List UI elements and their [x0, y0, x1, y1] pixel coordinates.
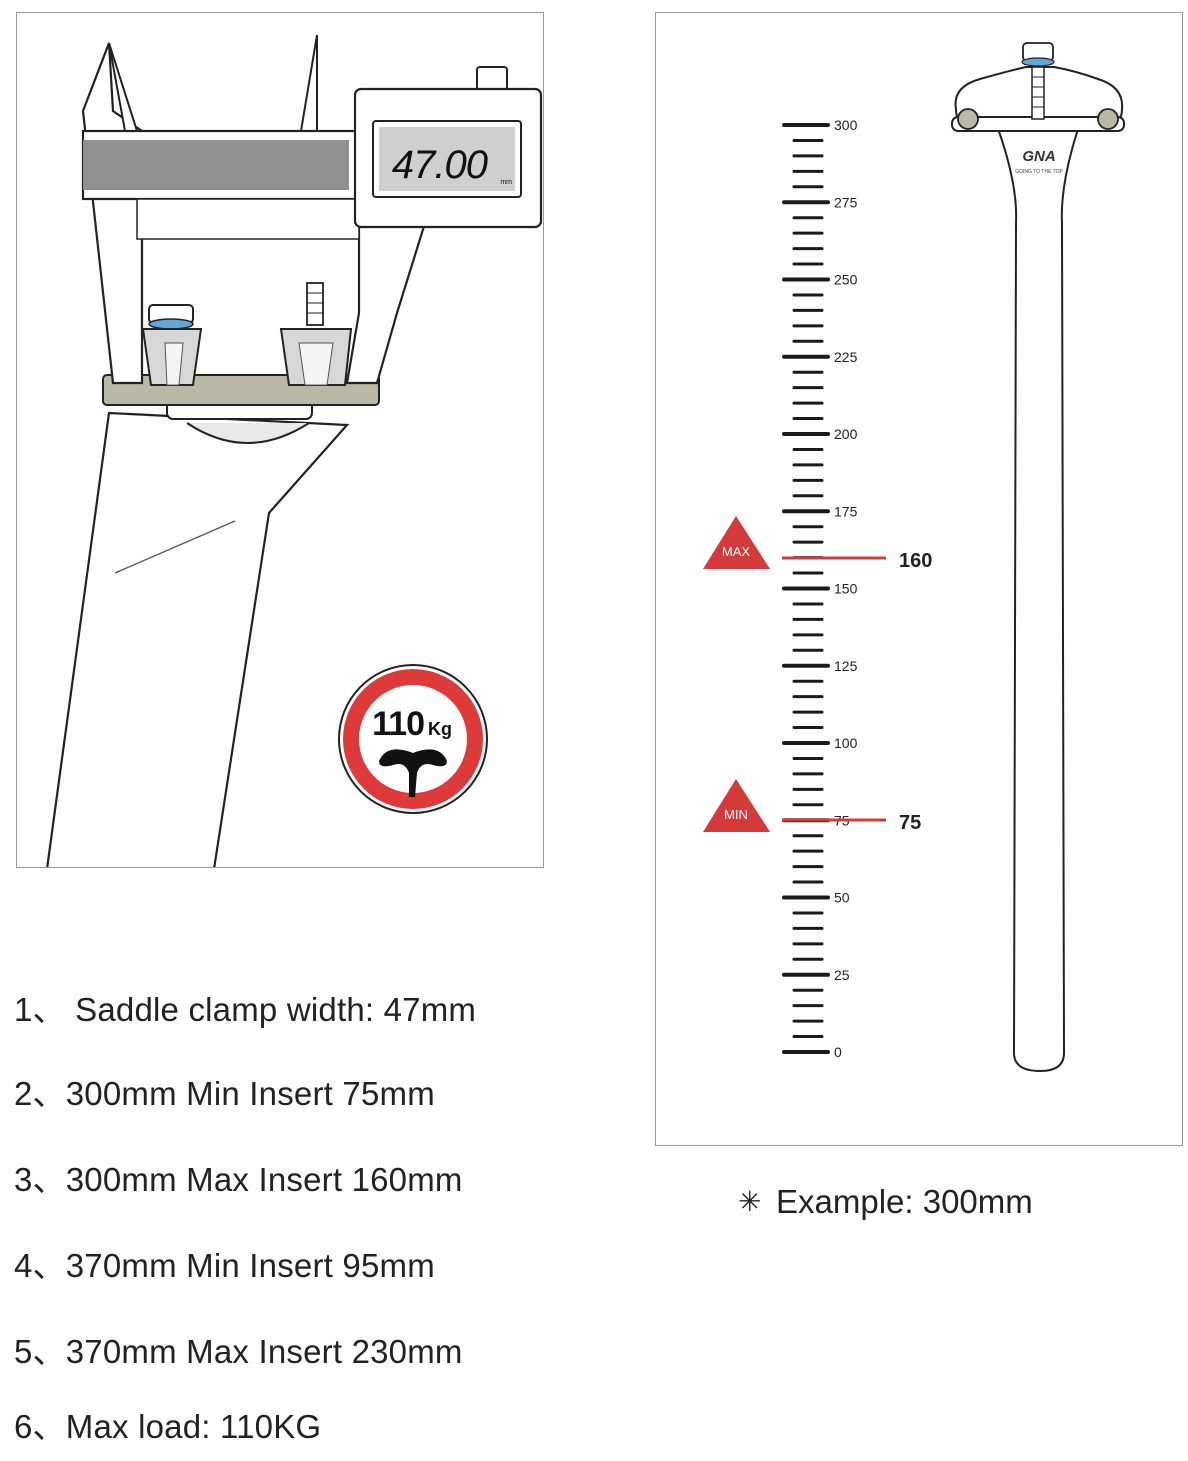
asterisk-icon: ✳: [738, 1186, 762, 1217]
max-insert-marker: MAX 160: [703, 516, 932, 572]
ruler-tick-label: 100: [834, 735, 858, 751]
seatpost-illustration: GNA GOING TO THE TOP: [951, 42, 1125, 1073]
example-note-text: Example: 300mm: [776, 1183, 1033, 1220]
ruler-tick-label: 50: [834, 890, 850, 906]
max-badge-label: MAX: [722, 544, 751, 559]
clamp-cradle: [186, 422, 310, 444]
min-badge-label: MIN: [724, 807, 748, 822]
spec-item-370-max-insert: 5、370mm Max Insert 230mm: [14, 1333, 463, 1370]
saddle-icon: [379, 749, 447, 797]
caliper-display-value: 47.00: [392, 143, 488, 187]
min-insert-value: 75: [899, 812, 921, 834]
caliper-illustration: 47.00 mm 110 Kg: [46, 34, 543, 867]
clamp-right-bolt-thread: [306, 282, 324, 326]
ruler-tick-label: 250: [834, 272, 858, 288]
ruler-tick-label: 125: [834, 658, 858, 674]
min-insert-marker: MIN 75: [703, 779, 921, 834]
caliper-display-unit: mm: [500, 179, 512, 186]
clamp-left-washer: [148, 318, 194, 330]
min-badge-triangle: [703, 779, 770, 832]
ruler-tick-label: 275: [834, 194, 858, 210]
clamp-left-tower-face: [164, 342, 184, 386]
ruler-tick-label: 300: [834, 117, 858, 133]
rail-right-end: [1097, 108, 1119, 130]
ruler-tick-label: 0: [834, 1044, 842, 1060]
max-load-sign: 110 Kg: [338, 664, 488, 814]
rail-left-end: [957, 108, 979, 130]
seatpost-body: [46, 411, 350, 867]
caliper-illustration-panel: 47.00 mm 110 Kg: [16, 12, 544, 868]
caliper-sliding-jaw: [345, 221, 427, 385]
seatpost-bolt: [1031, 66, 1045, 120]
spec-item-370-min-insert: 4、370mm Min Insert 95mm: [14, 1247, 435, 1284]
seatpost-brand-logo: GNA: [1022, 148, 1055, 165]
ruler-tick-label: 25: [834, 967, 850, 983]
seatpost-shaft: [994, 122, 1082, 1073]
seatpost-washer: [1021, 57, 1055, 67]
load-sign-value: 110: [372, 705, 424, 743]
ruler-tick-label: 150: [834, 581, 858, 597]
ruler-tick-label: 225: [834, 349, 858, 365]
max-insert-value: 160: [899, 550, 932, 572]
caliper-lcd-screen: [379, 127, 515, 191]
caliper-top-jaw-right: [299, 34, 318, 132]
spec-item-max-load: 6、Max load: 110KG: [14, 1408, 322, 1445]
caliper-jaw-bridge: [136, 198, 360, 240]
seatpost-highlight-line: [114, 520, 236, 574]
seatpost-brand-tagline: GOING TO THE TOP: [1015, 169, 1063, 175]
ruler-ticks: [782, 123, 830, 1054]
spec-item-clamp-width: 1、 Saddle clamp width: 47mm: [14, 991, 477, 1028]
ruler-tick-label: 175: [834, 503, 858, 519]
caliper-scale-strip: [83, 140, 349, 190]
max-badge-triangle: [703, 516, 770, 569]
clamp-right-tower-face: [298, 342, 334, 386]
ruler-tick-label: 200: [834, 426, 858, 442]
spec-item-300-max-insert: 3、300mm Max Insert 160mm: [14, 1161, 463, 1198]
caliper-fixed-jaw: [81, 42, 144, 385]
example-note: ✳ Example: 300mm: [738, 1183, 1033, 1221]
spec-item-300-min-insert: 2、300mm Min Insert 75mm: [14, 1075, 435, 1112]
load-sign-unit: Kg: [428, 719, 452, 739]
